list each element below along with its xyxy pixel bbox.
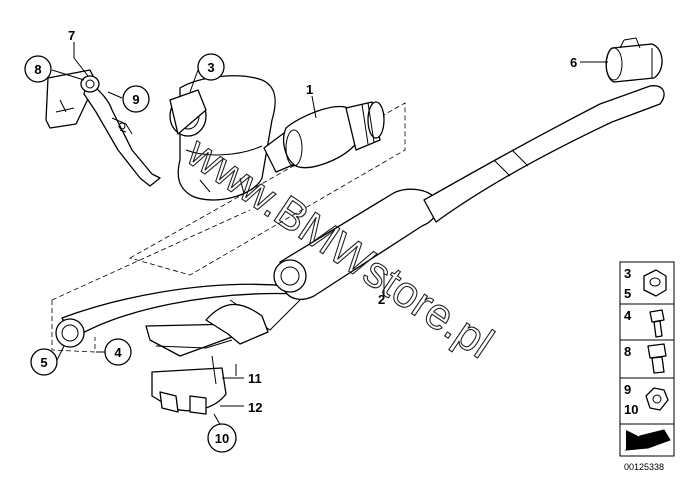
callout-3: 3	[197, 53, 225, 81]
hanger-bracket	[145, 303, 269, 415]
middle-silencer-pipe	[55, 85, 665, 348]
leader-lines	[51, 42, 608, 429]
nut-icon	[643, 269, 667, 297]
fastener-legend: 3 5 4 8 9 10 00125338	[619, 261, 675, 472]
svg-text:5: 5	[40, 355, 47, 370]
callout-5: 5	[30, 348, 58, 376]
svg-text:12: 12	[248, 400, 262, 415]
reference-number: 00125338	[624, 462, 664, 472]
svg-text:4: 4	[114, 345, 122, 360]
legend-label-9: 9	[624, 382, 631, 397]
svg-text:8: 8	[34, 62, 41, 77]
legend-label-5: 5	[624, 286, 631, 301]
catalytic-converter	[169, 75, 385, 201]
callout-4: 4	[104, 338, 132, 366]
callout-6: 6	[570, 55, 577, 70]
flange-bolt-icon	[647, 343, 667, 374]
callout-2: 2	[378, 292, 385, 307]
bolt-icon	[649, 309, 665, 338]
legend-label-8: 8	[624, 344, 631, 359]
svg-text:9: 9	[132, 92, 139, 107]
svg-text:6: 6	[570, 55, 577, 70]
bracket-assembly	[45, 69, 161, 187]
callout-8: 8	[24, 55, 52, 83]
svg-text:3: 3	[207, 60, 214, 75]
callout-12: 12	[248, 400, 262, 415]
svg-text:10: 10	[215, 431, 229, 446]
arrow-icon	[624, 429, 671, 451]
callout-7: 7	[68, 28, 75, 43]
clamp-part	[605, 37, 663, 83]
callout-1: 1	[306, 82, 313, 97]
svg-text:2: 2	[378, 292, 385, 307]
flange-nut-icon	[645, 387, 669, 411]
legend-label-4: 4	[624, 308, 632, 323]
svg-text:1: 1	[306, 82, 313, 97]
svg-text:7: 7	[68, 28, 75, 43]
callout-10: 10	[207, 423, 237, 453]
legend-label-10: 10	[624, 402, 638, 417]
svg-text:11: 11	[248, 371, 262, 386]
legend-label-3: 3	[624, 266, 631, 281]
callout-11: 11	[248, 371, 262, 386]
callout-9: 9	[122, 85, 150, 113]
